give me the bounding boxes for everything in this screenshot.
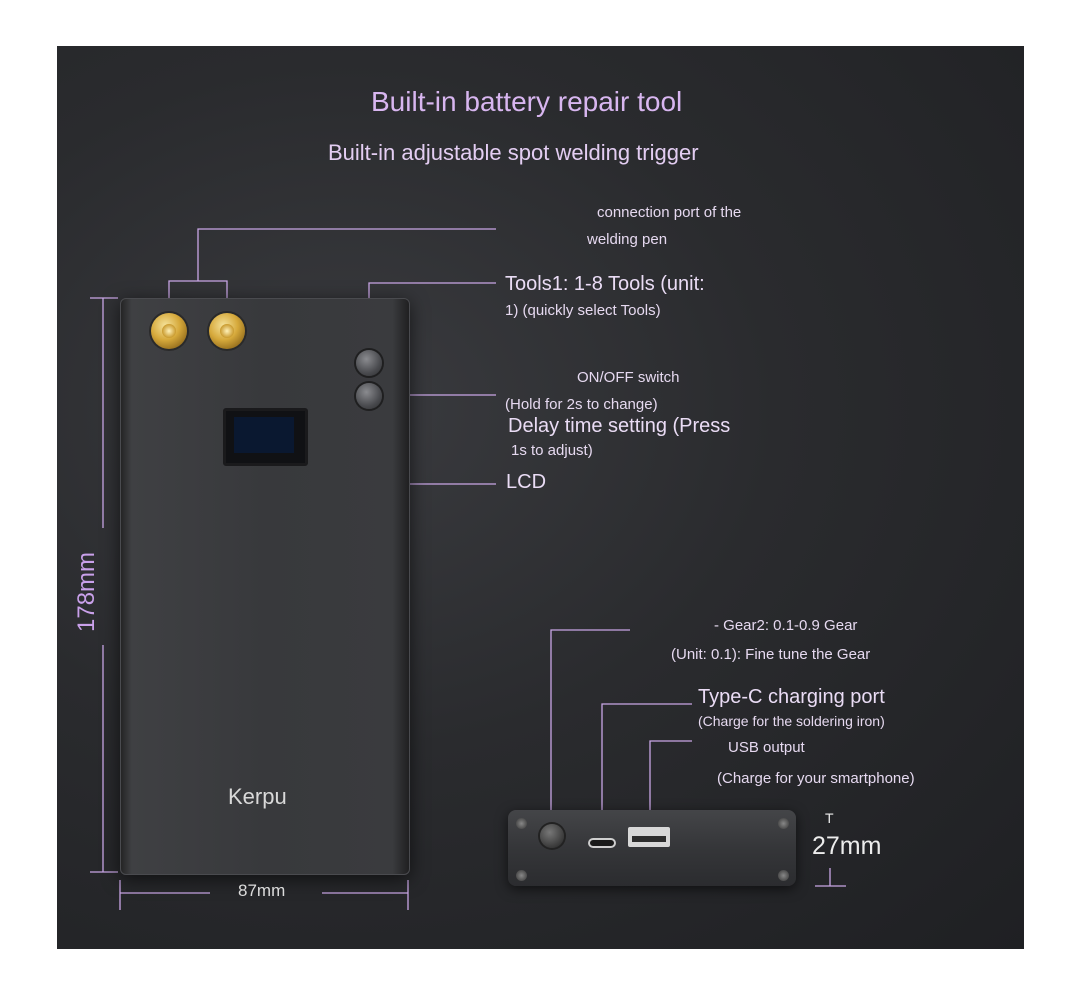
gear-knob (540, 824, 564, 848)
usb-label-1: USB output (728, 739, 805, 756)
thickness-tick-label: T (825, 810, 834, 826)
delay-label-2: 1s to adjust) (511, 442, 593, 459)
usb-label-2: (Charge for your smartphone) (717, 770, 915, 787)
tools-button (356, 350, 382, 376)
onoff-button (356, 383, 382, 409)
lcd-label: LCD (506, 471, 547, 493)
usb-leader (649, 740, 692, 824)
usb-port (628, 827, 670, 847)
welding-terminal-right (209, 313, 245, 349)
device-end-view (508, 810, 796, 886)
screw-bottom-left (516, 870, 527, 881)
height-label: 178mm (73, 551, 100, 632)
welding-terminal-left (151, 313, 187, 349)
onoff-label-2: (Hold for 2s to change) (505, 396, 658, 413)
gear-label-1: - Gear2: 0.1-0.9 Gear (714, 617, 858, 634)
delay-label-1: Delay time setting (Press (508, 415, 731, 437)
welding-pen-label-2: welding pen (587, 231, 668, 248)
page-subtitle: Built-in adjustable spot welding trigger (328, 140, 699, 165)
lcd-display (223, 408, 308, 466)
lcd-screen (234, 417, 294, 453)
typec-label-2: (Charge for the soldering iron) (698, 713, 885, 729)
tools-label-2: 1) (quickly select Tools) (505, 302, 661, 319)
screw-bottom-right (778, 870, 789, 881)
page-title: Built-in battery repair tool (371, 86, 683, 117)
welding-pen-leader (197, 228, 496, 281)
typec-leader (601, 703, 692, 832)
typec-port (588, 838, 616, 848)
thickness-label: 27mm (812, 832, 882, 860)
welding-pen-label-1: connection port of the (597, 204, 742, 221)
gear-label-2: (Unit: 0.1): Fine tune the Gear (671, 646, 871, 663)
width-label: 87mm (238, 881, 286, 900)
onoff-label-1: ON/OFF switch (577, 369, 680, 386)
screw-top-right (778, 818, 789, 829)
gear-leader (550, 629, 630, 820)
brand-logo: Kerpu (228, 784, 287, 809)
screw-top-left (516, 818, 527, 829)
tools-label-1: Tools1: 1-8 Tools (unit: (505, 273, 705, 295)
typec-label-1: Type-C charging port (698, 686, 885, 708)
